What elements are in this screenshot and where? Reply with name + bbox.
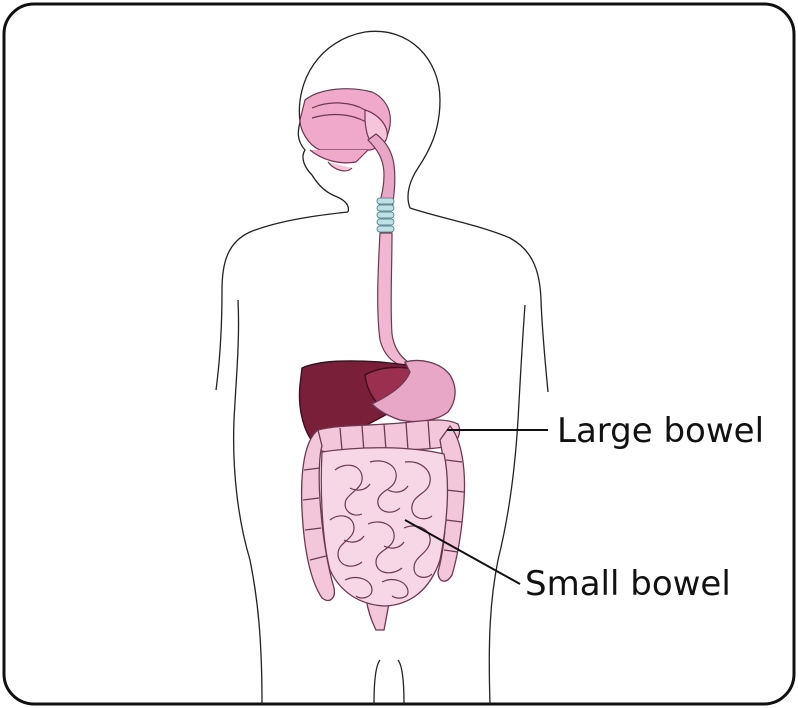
- small-bowel: [321, 448, 447, 606]
- small-bowel-label: Small bowel: [525, 567, 731, 601]
- trachea: [377, 198, 394, 232]
- large-bowel-label: Large bowel: [557, 414, 764, 448]
